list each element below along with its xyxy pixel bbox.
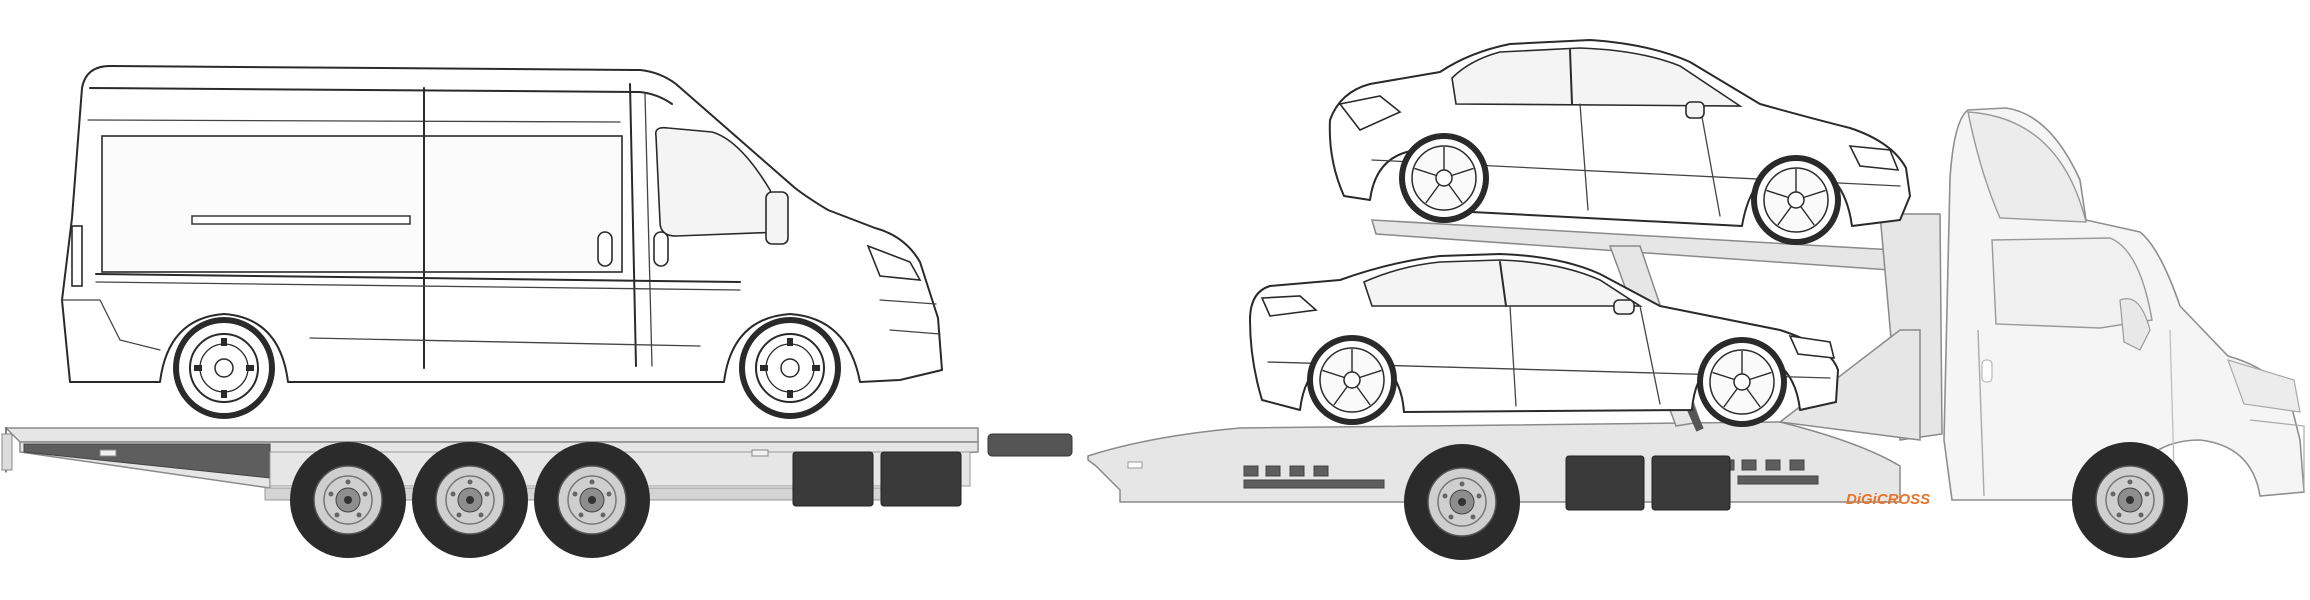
van-side-panel xyxy=(101,135,623,273)
truck-headlight xyxy=(2227,359,2301,413)
sedan-lower-mirror xyxy=(1613,299,1635,315)
sedan-lower-rear-wheel xyxy=(1310,338,1394,422)
sedan-upper-rear-wheel xyxy=(1402,136,1486,220)
truck-front-wheel xyxy=(2071,441,2189,559)
mudflap xyxy=(880,451,962,507)
trailer-wheel xyxy=(411,441,529,559)
sedan-lower-taillight xyxy=(1260,295,1318,317)
drawbar-coupling xyxy=(987,433,1073,457)
car-transporter: DiGiCROSS xyxy=(1087,107,2305,561)
van-headlight xyxy=(866,244,922,281)
sedan-lower-headlight xyxy=(1788,334,1836,359)
trailer xyxy=(1,427,1073,559)
sedan-upper-headlight xyxy=(1848,145,1900,171)
truck-rear-wheel xyxy=(1403,443,1521,561)
mudflap xyxy=(792,451,874,507)
van-cab-window xyxy=(654,126,784,237)
mudflap xyxy=(1651,455,1731,511)
trailer-wheel xyxy=(533,441,651,559)
sedan-lower xyxy=(1249,253,1839,424)
truck-chassis xyxy=(1243,459,1819,489)
roof-deflector xyxy=(1967,111,2087,223)
trailer-chassis xyxy=(23,443,271,479)
sedan-lower-front-wheel xyxy=(1700,340,1784,424)
sedan-upper xyxy=(1328,39,1911,242)
trailer-wheel xyxy=(289,441,407,559)
sedan-upper-mirror xyxy=(1685,101,1705,119)
cab-mirror xyxy=(2119,298,2151,351)
van-front-wheel xyxy=(742,320,838,416)
trailer-deck xyxy=(4,427,979,443)
sedan-upper-front-wheel xyxy=(1754,158,1838,242)
van-mirror xyxy=(765,191,789,245)
panel-van xyxy=(61,65,943,416)
van-rear-wheel xyxy=(176,320,272,416)
sedan-upper-taillight xyxy=(1338,95,1402,131)
digicross-logo: DiGiCROSS xyxy=(1846,491,1930,508)
sedan-upper-windows xyxy=(1451,47,1743,107)
mudflap xyxy=(1565,455,1645,511)
